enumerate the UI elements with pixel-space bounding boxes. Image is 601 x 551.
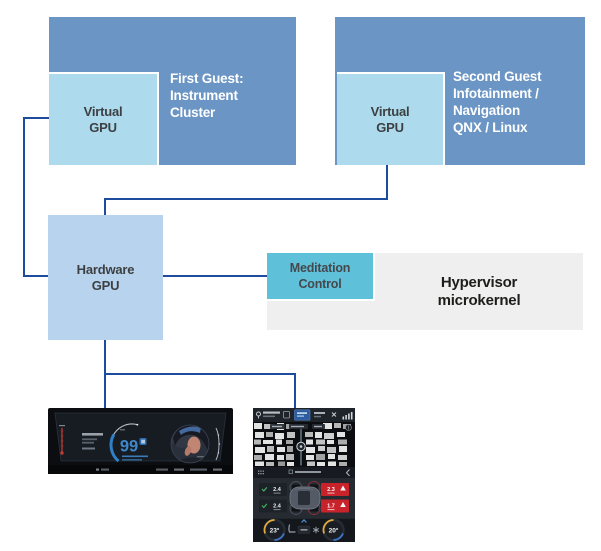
svg-text:23°: 23° [270, 527, 280, 535]
rpm-gauge [59, 425, 65, 455]
virtual-gpu-1-box: Virtual GPU [49, 72, 159, 165]
connector-line [104, 198, 388, 200]
mediation-control-label: Meditation Control [289, 261, 351, 291]
back-chevron-icon [345, 469, 350, 477]
chevron-up-icon [301, 519, 307, 523]
svg-text:20°: 20° [329, 527, 339, 535]
check-icon [261, 503, 268, 509]
compass-icon [345, 424, 352, 431]
warning-icon [340, 502, 346, 507]
car-position-marker [296, 441, 306, 452]
climate-bar: 23° 20° [253, 518, 355, 542]
svg-text:2.4: 2.4 [273, 487, 282, 493]
warning-icon [340, 485, 346, 491]
instrument-cluster-screen: 99 [48, 408, 233, 474]
destination-text [263, 411, 280, 418]
tire-pressure-panel: 2.4 2.4 2.3 1.7 [253, 478, 355, 518]
auto-mode-chip [297, 525, 311, 534]
virtual-gpu-2-box: Virtual GPU [337, 72, 445, 165]
connector-line [23, 117, 25, 277]
navigation-map [253, 422, 355, 467]
speed-value: 99 [120, 438, 138, 456]
tire-panel-title [295, 471, 321, 473]
speed-dial: 99 [109, 423, 148, 463]
active-route-button [294, 409, 311, 421]
connector-line [23, 275, 49, 277]
tire-chip-left-bottom: 2.4 [259, 499, 287, 513]
infotainment-screen: 2.4 2.4 2.3 1.7 [253, 408, 355, 542]
pin-icon [256, 411, 261, 419]
first-guest-label: First Guest: Instrument Cluster [170, 71, 244, 120]
tire-chip-right-bottom: 1.7 [321, 499, 349, 513]
connector-line [23, 117, 50, 119]
signal-bars-icon [342, 412, 353, 420]
svg-text:1.7: 1.7 [327, 504, 335, 510]
menu-dots-icon [258, 470, 264, 475]
map-overlay-chips [270, 424, 325, 429]
connector-line [104, 198, 106, 216]
tire-chip-left-top: 2.4 [259, 483, 287, 496]
connector-line [162, 275, 268, 277]
tire-chip-right-top: 2.3 [321, 483, 349, 496]
route-icon [283, 411, 290, 419]
check-icon [261, 487, 268, 492]
fan-icon [312, 526, 320, 534]
svg-text:2.3: 2.3 [327, 487, 335, 493]
mediation-control-box: Meditation Control [267, 253, 375, 301]
hardware-gpu-label: Hardware GPU [76, 261, 135, 293]
temp-dial-left: 23° [263, 518, 286, 542]
car-top-view [289, 484, 321, 512]
hypervisor-label: Hypervisor microkernel [437, 273, 521, 309]
seat-icon [288, 524, 296, 533]
second-guest-label: Second Guest Infotainment / Navigation Q… [453, 69, 542, 135]
connector-line [294, 373, 296, 410]
fuel-gauge [215, 427, 221, 461]
virtual-gpu-1-label: Virtual GPU [83, 103, 123, 135]
connector-line [386, 164, 388, 200]
hardware-gpu-box: Hardware GPU [48, 215, 163, 340]
media-info-text [82, 433, 103, 450]
tire-panel-header [253, 467, 355, 478]
virtual-gpu-2-label: Virtual GPU [370, 103, 410, 135]
cluster-status-items [96, 468, 222, 471]
temp-dial-right: 20° [322, 518, 345, 542]
cluster-status-bar [48, 465, 233, 474]
connector-line [104, 373, 296, 375]
svg-text:2.4: 2.4 [273, 504, 282, 510]
eta-text [314, 412, 325, 418]
close-icon [331, 412, 337, 417]
